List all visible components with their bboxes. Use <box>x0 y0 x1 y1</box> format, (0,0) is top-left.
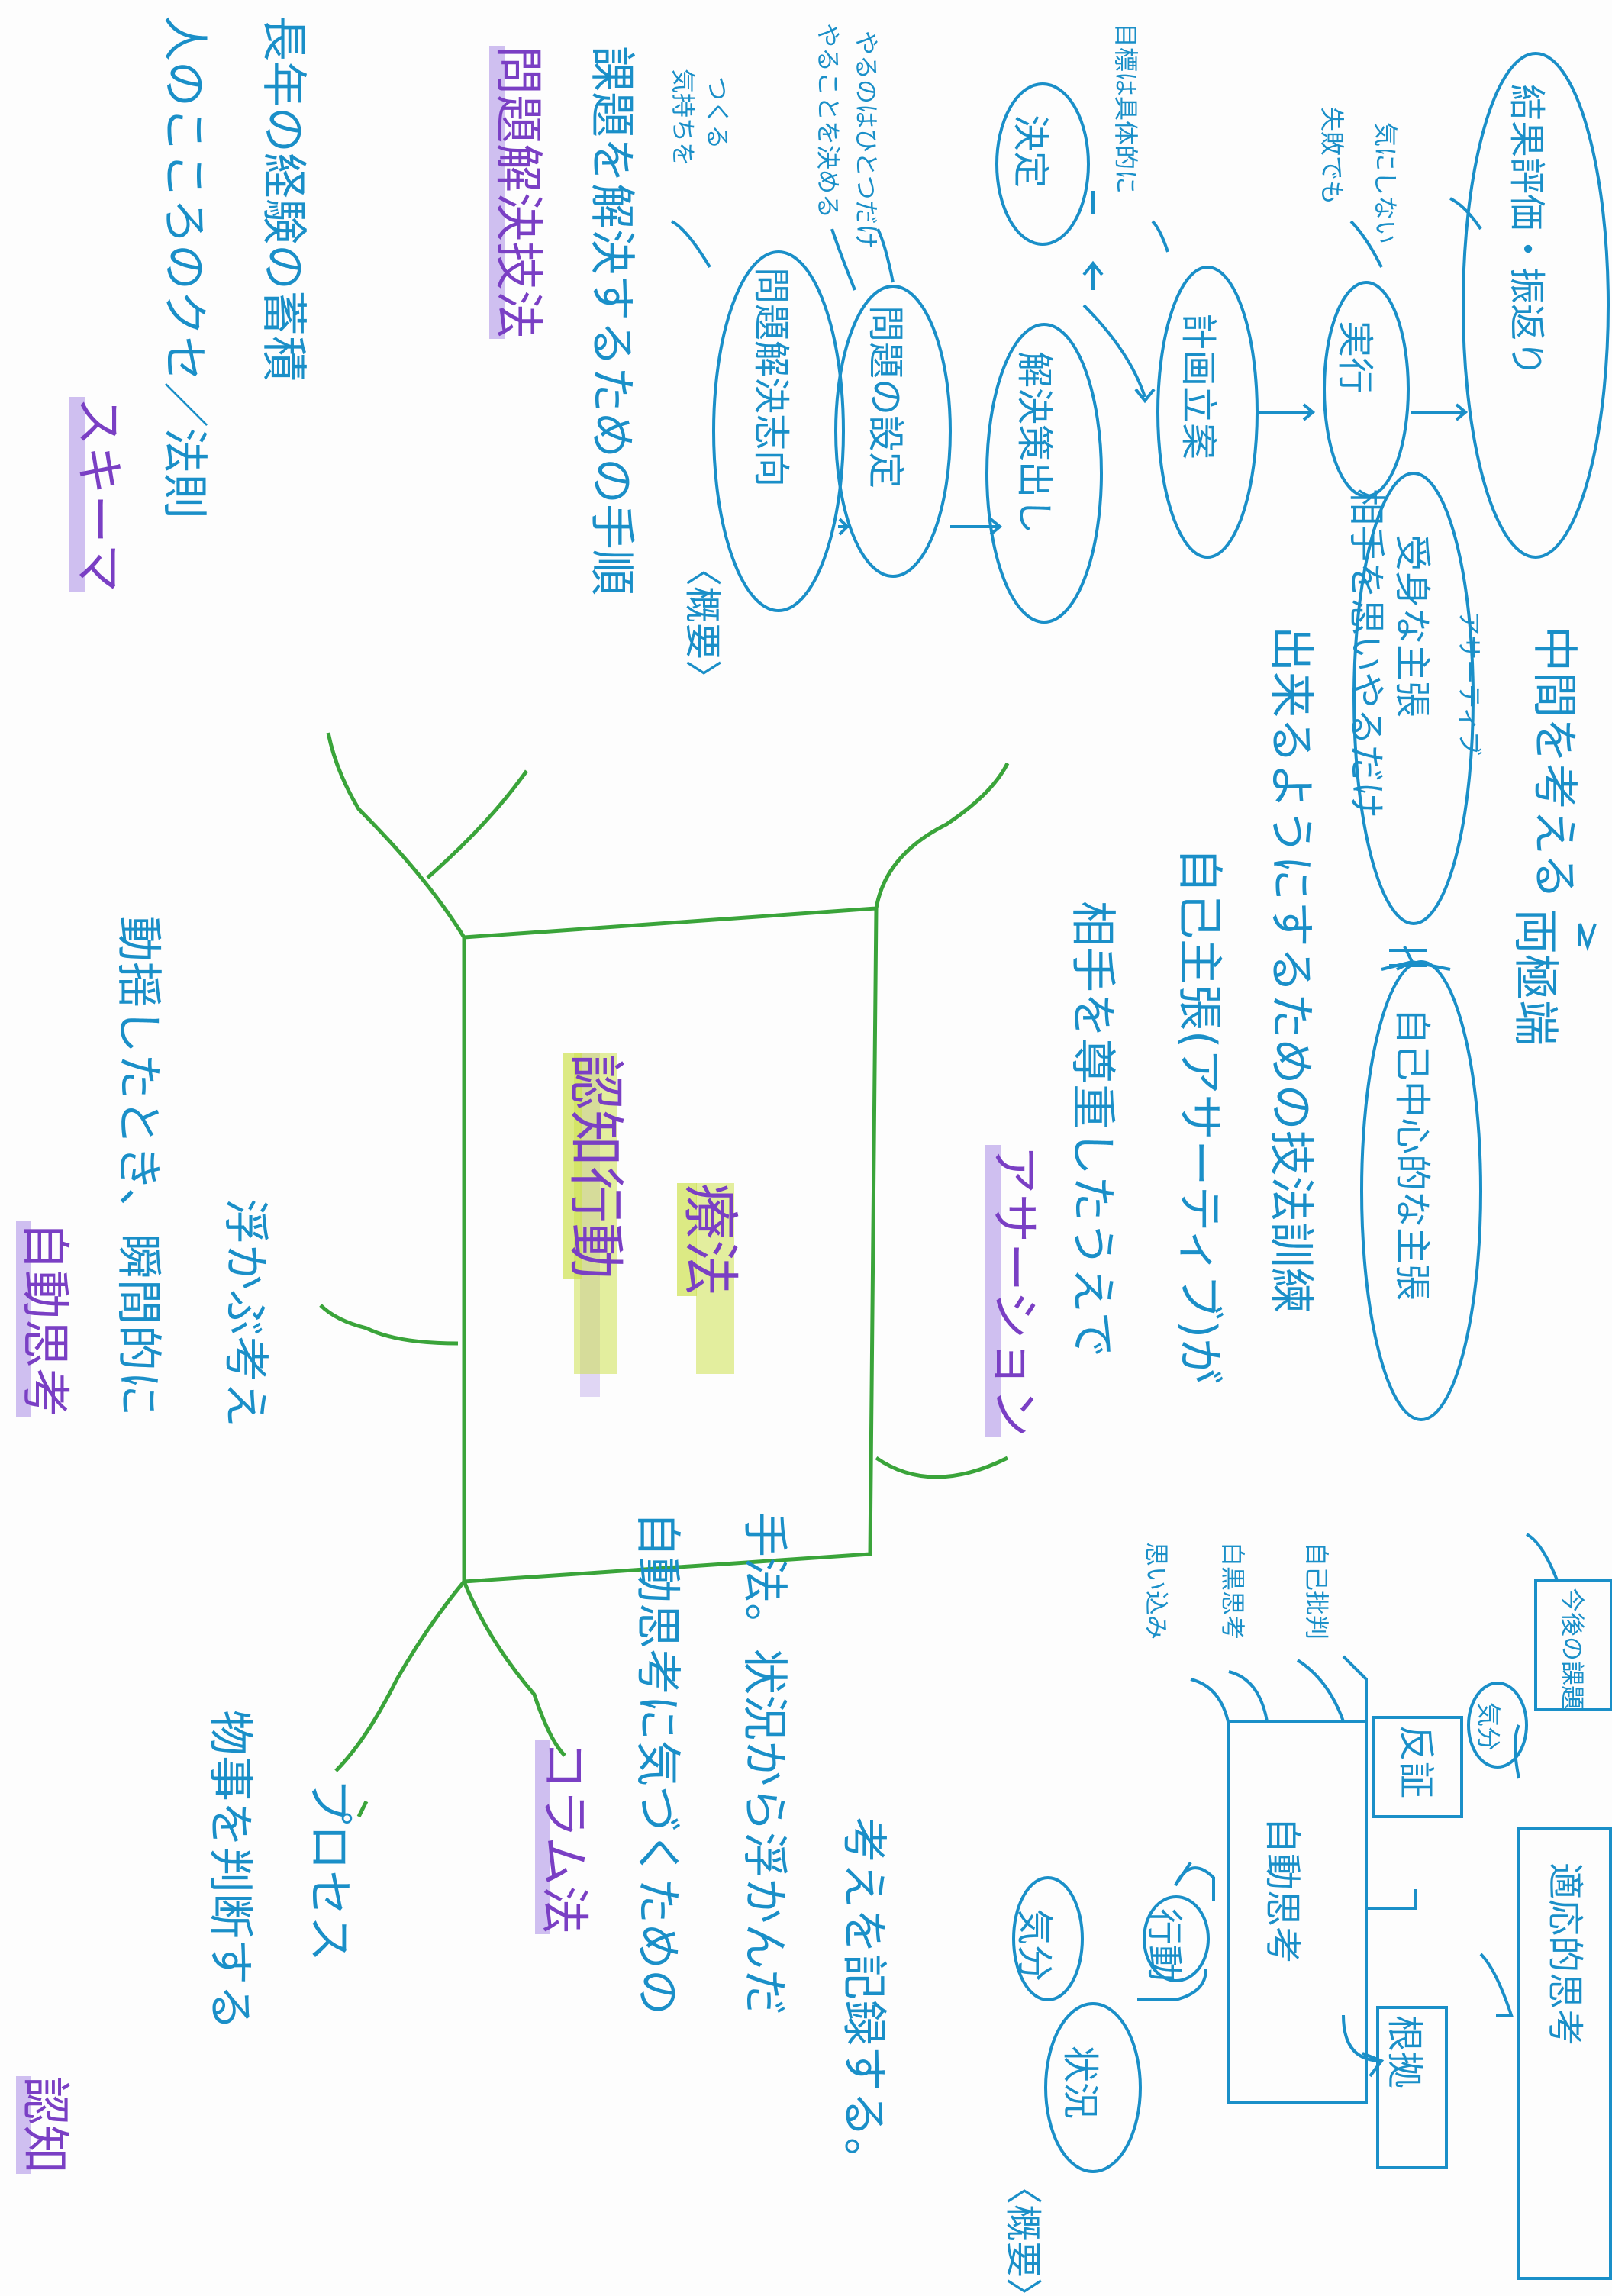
col-node-konkyo: 根拠 <box>1383 2015 1426 2089</box>
problem-solving-diagram <box>671 52 1610 624</box>
assertion-heading: アサーション <box>983 1145 1053 1437</box>
assertion-self-node: 自己中心的な主張 <box>1391 1008 1433 1301</box>
schema-line-1: 人のこころのクセ／法則 <box>157 15 211 519</box>
ps-step2-note-2: やるのはひとつだけ <box>852 31 881 249</box>
col-node-kokuhaku: 白黒思考 <box>1218 1542 1247 1640</box>
ps-step7-note-1: 失敗でも <box>1317 107 1346 205</box>
ninchi-line-1: 物事を判断する <box>203 1710 256 2030</box>
ninchi-heading: 認知 <box>14 2076 84 2174</box>
mondai-line-1: 課題を解決するための手順 <box>585 46 638 595</box>
ps-step6: 実行 <box>1333 321 1376 395</box>
center-box <box>319 732 1010 1818</box>
assertion-ryoukyoku: 両極端 <box>1508 908 1562 1046</box>
assertion-heading-text: アサーション <box>985 1145 1042 1437</box>
ps-step7-note-2: 気にしない <box>1371 122 1400 245</box>
assertion-other-node-2: 受身な主張 <box>1391 534 1433 718</box>
col-node-kibun2: 気分 <box>1474 1702 1503 1752</box>
ps-step2-note-1: やることを決める <box>814 23 843 219</box>
center-highlight-yellow-1 <box>574 1053 617 1374</box>
ps-step5: 計画立案 <box>1177 313 1220 460</box>
jidou-shikou-heading: 自動思考 <box>14 1221 84 1417</box>
col-node-kongo: 今後の課題 <box>1558 1588 1587 1711</box>
jidou-shikou-heading-text: 自動思考 <box>16 1221 73 1417</box>
col-node-jidou-shikou: 自動思考 <box>1261 1817 1304 1964</box>
assertion-assertive-label: アサーティブ <box>1455 611 1484 756</box>
schema-heading-text: スキーマ <box>69 397 126 592</box>
column-line-3: 考えを記録する。 <box>837 1817 890 2183</box>
assertion-chuukan: 中間を考える <box>1527 626 1581 900</box>
center-title: 認知行動 <box>559 1053 641 1279</box>
ninchi-heading-text: 認知 <box>16 2076 73 2174</box>
center-subtitle-text: 療法 <box>677 1183 743 1296</box>
assertion-diagram <box>1352 472 1597 1421</box>
column-heading-text: コラム法 <box>535 1740 592 1935</box>
ps-step1-note-1: 気持ちを <box>669 69 698 167</box>
center-title-text: 認知行動 <box>563 1053 628 1279</box>
assertion-line-2: 自己主張(アサーティブ)が <box>1172 847 1226 1385</box>
col-node-jiko-hihan: 自己批判 <box>1302 1542 1331 1640</box>
ps-step2: 問題の設定 <box>864 305 907 489</box>
col-node-kibun: 気分 <box>1013 1908 1056 1982</box>
column-line-2: 手法。状況から浮かんだ <box>737 1511 791 2015</box>
col-node-koudou: 行動 <box>1143 1908 1185 1982</box>
assertion-line-1: 相手を尊重したうえで <box>1066 901 1119 1358</box>
center-highlight-yellow-2 <box>696 1183 734 1374</box>
assertion-line-3: 出来るようにするための技法訓練 <box>1264 626 1317 1314</box>
schema-heading: スキーマ <box>67 397 137 592</box>
col-node-joukyou: 状況 <box>1059 2046 1101 2120</box>
column-method-diagram <box>1012 1533 1612 2280</box>
mondai-overview-label: 〈概要〉 <box>681 550 724 697</box>
ps-step1-note-2: つくる <box>703 76 732 150</box>
column-overview-label: 〈概要〉 <box>1001 2168 1044 2296</box>
ps-step5-note: 目標は具体的に <box>1111 23 1140 195</box>
ps-step4: 決定 <box>1009 114 1052 189</box>
ps-step7: 結果評価・振返り <box>1505 84 1548 378</box>
col-node-hanshou: 反証 <box>1394 1725 1437 1799</box>
column-line-1: 自動思考に気づくための <box>630 1511 684 2015</box>
schema-line-2: 長年の経験の蓄積 <box>256 15 310 382</box>
ps-step1: 問題解決志向 <box>750 267 792 488</box>
jidou-shikou-line-2: 浮かぶ考え <box>218 1198 272 1427</box>
center-subtitle: 療法 <box>674 1183 756 1296</box>
jidou-shikou-line-1: 動揺したとき、瞬間的に <box>111 916 165 1417</box>
mondai-heading: 問題解決技法 <box>487 46 557 339</box>
column-heading: コラム法 <box>533 1740 603 1934</box>
ninchi-line-2: プロセス <box>302 1778 356 1962</box>
ps-step3: 解決策出し <box>1013 351 1056 535</box>
col-node-tekiou-shikou: 適応的思考 <box>1543 1862 1586 2046</box>
col-node-omoikomi: 思い込み <box>1142 1542 1171 1640</box>
mondai-heading-text: 問題解決技法 <box>489 46 546 339</box>
